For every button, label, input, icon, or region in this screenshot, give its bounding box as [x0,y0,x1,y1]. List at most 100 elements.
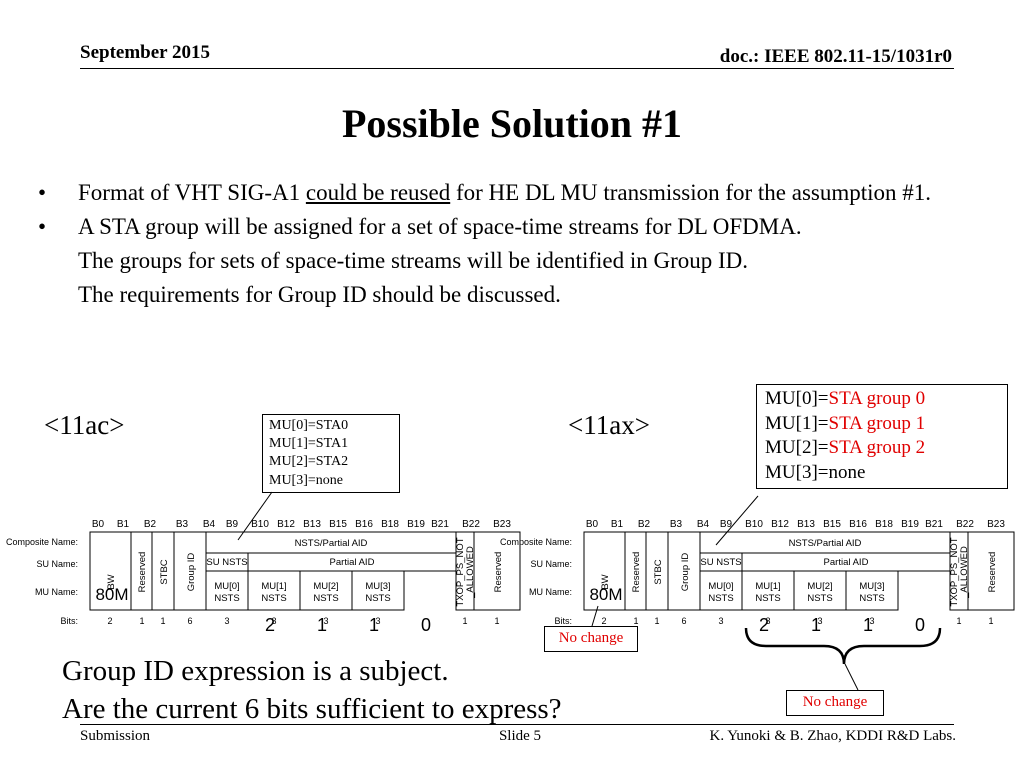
field-stbc: STBC [653,559,664,584]
bit-count: 6 [187,616,192,626]
bit-count: 1 [462,616,467,626]
callout-line: MU[2]=STA2 [269,454,349,470]
bit-header-B21: B21 [925,519,943,530]
nsts-bit-value: 2 [265,615,275,632]
field-nsts-partial-aid: NSTS/Partial AID [295,538,368,549]
bit-header-B16: B16 [849,519,867,530]
bit-header-B0: B0 [586,519,599,530]
callout-red-text: STA group 2 [828,437,926,459]
callout-11ax: MU[0]=STA group 0 MU[1]=STA group 1 MU[2… [756,384,1008,489]
field-group-id: Group ID [186,553,197,592]
bit-header-B23: B23 [493,519,511,530]
field-nsts-partial-aid: NSTS/Partial AID [789,538,862,549]
bit-header-B21: B21 [431,519,449,530]
bit-count: 1 [139,616,144,626]
bit-header-B18: B18 [381,519,399,530]
bit-header-B23: B23 [987,519,1005,530]
nsts-bit-value: 2 [759,615,769,632]
field-allowed: _ALLOWED [465,546,476,599]
field-allowed: _ALLOWED [959,546,970,599]
bullet-text: Format of VHT SIG-A1 [78,180,306,205]
row-label-composite: Composite Name: [500,537,572,547]
field-mu1: MU[1] [755,581,780,592]
callout-prefix: MU[2]= [765,437,829,459]
row-label-mu: MU Name: [529,587,572,597]
bit-header-B12: B12 [771,519,789,530]
question-text: Group ID expression is a subject. Are th… [62,652,562,728]
nsts-bit-value: 1 [863,615,873,632]
question-line-1: Group ID expression is a subject. [62,655,449,687]
no-change-text: No change [558,630,624,646]
bit-header-B16: B16 [355,519,373,530]
field-mu2: MU[2] [313,581,338,592]
connector-11ac [237,491,273,541]
bit-header-B22: B22 [956,519,974,530]
field-group-id: Group ID [680,553,691,592]
footer-divider [80,724,954,725]
field-mu0: MU[0] [708,581,733,592]
callout-line: MU[1]=STA1 [269,436,349,452]
bit-count: 1 [988,616,993,626]
label-11ac: <11ac> [44,410,125,440]
field-mu0: MU[0] [214,581,239,592]
callout-line: MU[0]=STA0 [269,418,349,433]
bit-header-B3: B3 [176,519,189,530]
callout-line: MU[2]=STA group 2 [765,436,999,461]
callout-red-text: STA group 0 [828,388,926,409]
callout-line: MU[1]=STA group 1 [765,412,999,437]
field-partial-aid: Partial AID [824,557,869,568]
bit-count: 3 [718,616,723,626]
row-label-composite: Composite Name: [6,537,78,547]
bit-count: 1 [956,616,961,626]
bit-count: 1 [654,616,659,626]
bullet-dot: • [38,214,47,239]
nsts-bit-value: 0 [421,615,431,632]
bit-header-B15: B15 [823,519,841,530]
callout-red-text: STA group 1 [828,412,926,434]
callout-line: MU[3]=none [765,461,999,486]
callout-line: MU[0]=STA group 0 [765,387,999,412]
bit-count: 3 [869,616,874,626]
bullet-list: • Format of VHT SIG-A1 could be reused f… [38,176,998,312]
question-line-2: Are the current 6 bits sufficient to exp… [62,693,562,725]
mu-nsts-cell [351,570,405,611]
field-partial-aid: Partial AID [330,557,375,568]
bit-count: 1 [633,616,638,626]
nsts-bit-value: 0 [915,615,925,632]
bit-header-B22: B22 [462,519,480,530]
field-su-nsts: SU NSTS [206,557,247,568]
footer-left: Submission [80,728,151,744]
bit-header-B19: B19 [407,519,425,530]
bit-count: 3 [765,616,770,626]
bit-header-B4: B4 [203,519,216,530]
nsts-bit-value: 1 [317,615,327,632]
field-txop-ps-not: TXOP_PS_NOT [455,537,466,606]
nsts-brace [744,627,942,665]
field-bw: BW [106,574,117,589]
bit-header-B19: B19 [901,519,919,530]
nsts-bit-value: 1 [811,615,821,632]
bit-count: 6 [681,616,686,626]
bw-value-80m: 80M [589,585,622,604]
field-reserved-2: Reserved [493,552,504,593]
bullet-dot: • [38,180,47,205]
header-date: September 2015 [80,42,210,63]
field-cell [473,531,521,611]
bullet-text: for HE DL MU transmission for the assump… [450,180,932,205]
field-stbc: STBC [159,559,170,584]
connector-no-change-right [844,663,859,691]
bit-count: 2 [601,616,606,626]
footer-author: K. Yunoki & B. Zhao, KDDI R&D Labs. [709,728,956,744]
no-change-box-nsts: No change [786,690,884,716]
bit-header-B18: B18 [875,519,893,530]
bit-count: 3 [224,616,229,626]
bit-count: 3 [817,616,822,626]
bit-header-B13: B13 [797,519,815,530]
bit-header-B1: B1 [611,519,624,530]
bit-count: 1 [160,616,165,626]
bit-header-B2: B2 [638,519,651,530]
bit-count: 3 [375,616,380,626]
